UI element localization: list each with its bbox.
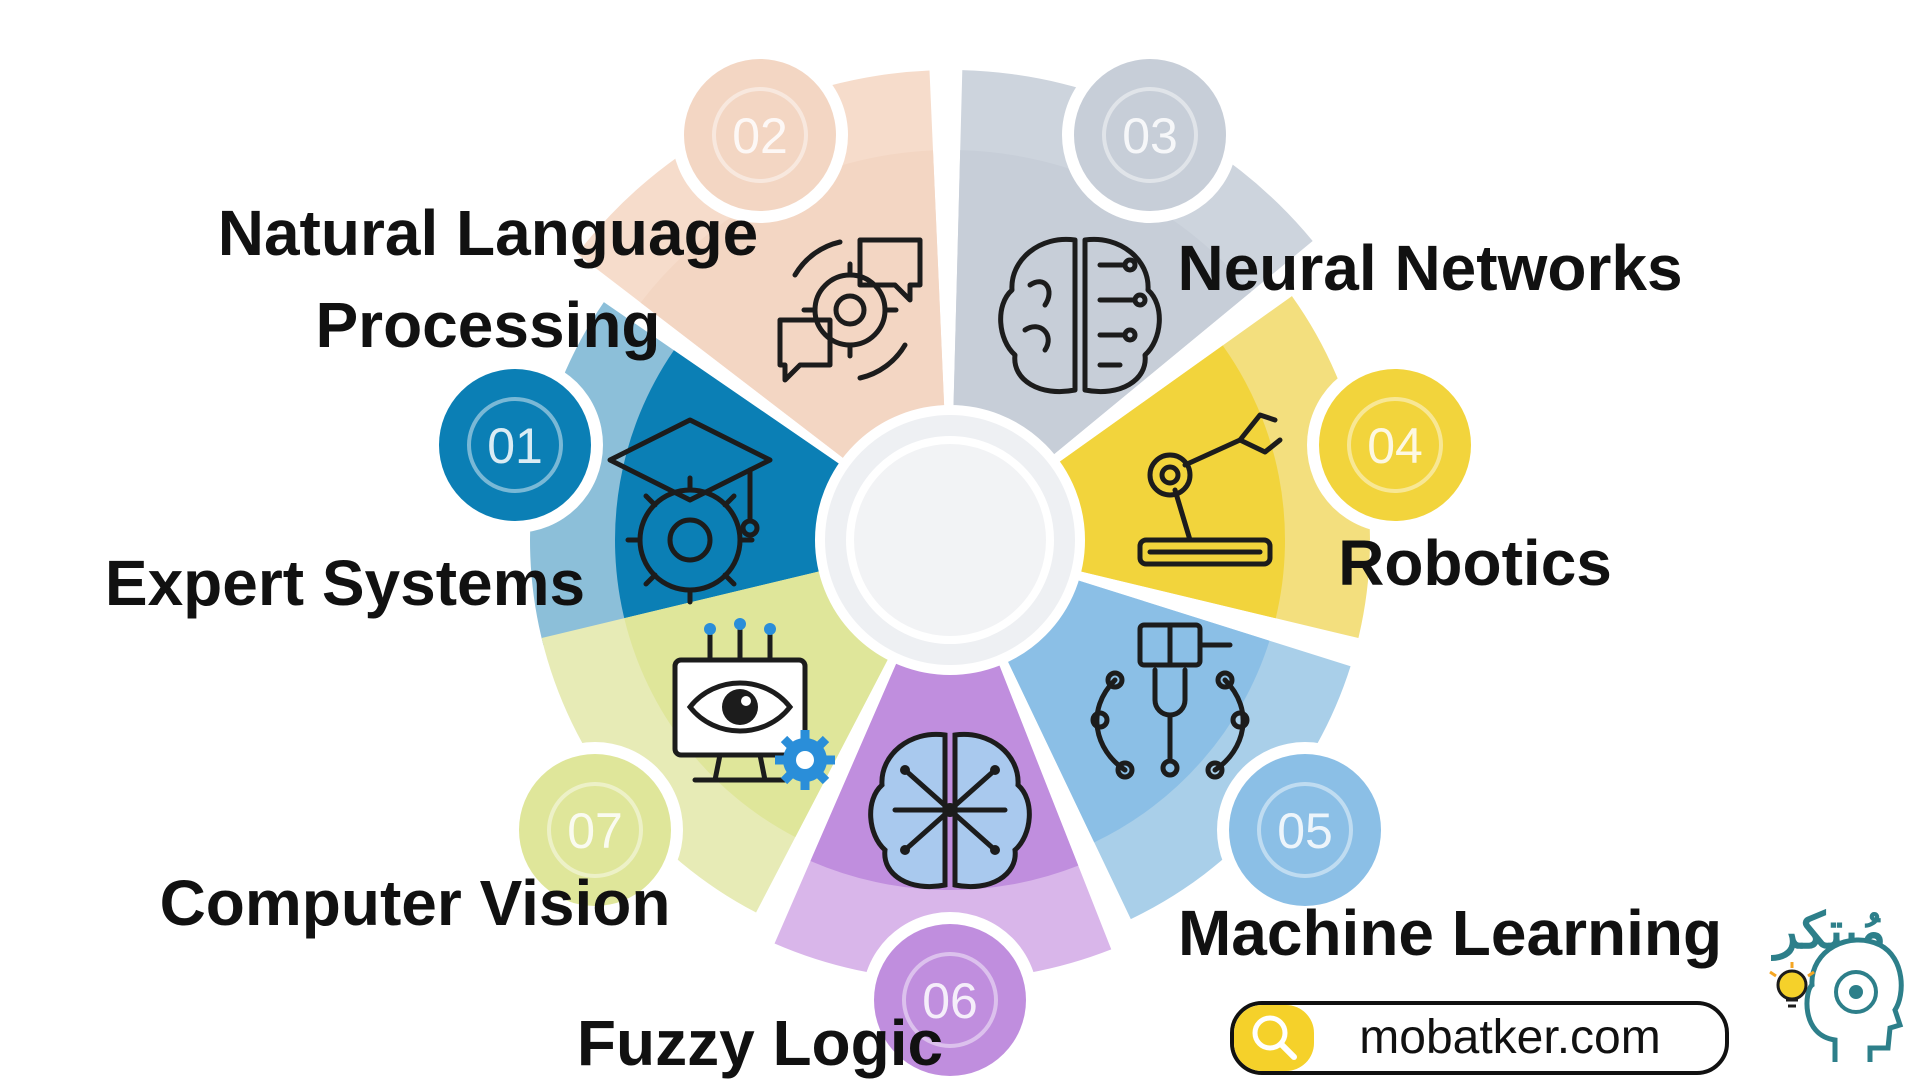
badge-core xyxy=(902,952,998,1048)
number-badge-05: 05 xyxy=(1217,742,1393,918)
badge-disc xyxy=(874,924,1026,1076)
badge-disc xyxy=(439,369,591,521)
badge-core xyxy=(547,782,643,878)
number-badge-02: 02 xyxy=(672,47,848,223)
badge-number: 03 xyxy=(1122,108,1178,164)
badge-disc xyxy=(1074,59,1226,211)
badge-number: 05 xyxy=(1277,803,1333,859)
badge-core xyxy=(467,397,563,493)
badge-number: 04 xyxy=(1367,418,1423,474)
segment-fill xyxy=(640,150,945,461)
robot-arm-icon xyxy=(1137,412,1283,567)
segment-label-07: Computer Vision xyxy=(160,867,671,939)
badge-core xyxy=(1102,87,1198,183)
website-search-bar[interactable]: mobatker.com xyxy=(1230,1001,1729,1075)
badge-disc xyxy=(684,59,836,211)
segment-label-03: Neural Networks xyxy=(1177,232,1682,304)
segment-labels: Expert Systems Natural LanguageProcessing… xyxy=(105,197,1722,1079)
number-badge-04: 04 xyxy=(1307,357,1483,533)
number-badge-07: 07 xyxy=(507,742,683,918)
brand-logo: مُبتكر xyxy=(1769,903,1904,1062)
center-hub xyxy=(815,405,1085,675)
number-badge-06: 06 xyxy=(862,912,1038,1080)
segment-label-01: Expert Systems xyxy=(105,547,585,619)
segment-label-02: Processing xyxy=(315,289,660,361)
badge-number: 06 xyxy=(922,973,978,1029)
segment-label-04: Robotics xyxy=(1338,527,1612,599)
head-brain-lightbulb-icon xyxy=(1769,937,1904,1062)
badge-number: 02 xyxy=(732,108,788,164)
segment-02 xyxy=(577,70,945,461)
segment-label-06: Fuzzy Logic xyxy=(577,1007,943,1079)
number-badge-03: 03 xyxy=(1062,47,1238,223)
brain-network-icon xyxy=(868,731,1032,889)
website-url: mobatker.com xyxy=(1359,1011,1660,1064)
badge-disc xyxy=(519,754,671,906)
segment-label-02: Natural Language xyxy=(218,197,759,269)
badge-disc xyxy=(1319,369,1471,521)
book-gear-ml-icon xyxy=(1090,622,1250,780)
chat-gear-brain-icon xyxy=(777,237,923,383)
badge-core xyxy=(1257,782,1353,878)
number-badge-01: 01 xyxy=(427,357,603,533)
segment-01 xyxy=(530,302,843,646)
graduation-cap-gear-icon xyxy=(607,417,773,605)
segment-label-05: Machine Learning xyxy=(1178,897,1722,969)
badge-number: 07 xyxy=(567,803,623,859)
search-icon xyxy=(1252,1015,1297,1060)
badge-core xyxy=(712,87,808,183)
badge-disc xyxy=(1229,754,1381,906)
brain-circuit-icon xyxy=(998,236,1162,394)
segment-fill xyxy=(614,350,843,624)
monitor-eye-gear-icon xyxy=(672,618,835,790)
badge-number: 01 xyxy=(487,418,543,474)
badge-core xyxy=(1347,397,1443,493)
